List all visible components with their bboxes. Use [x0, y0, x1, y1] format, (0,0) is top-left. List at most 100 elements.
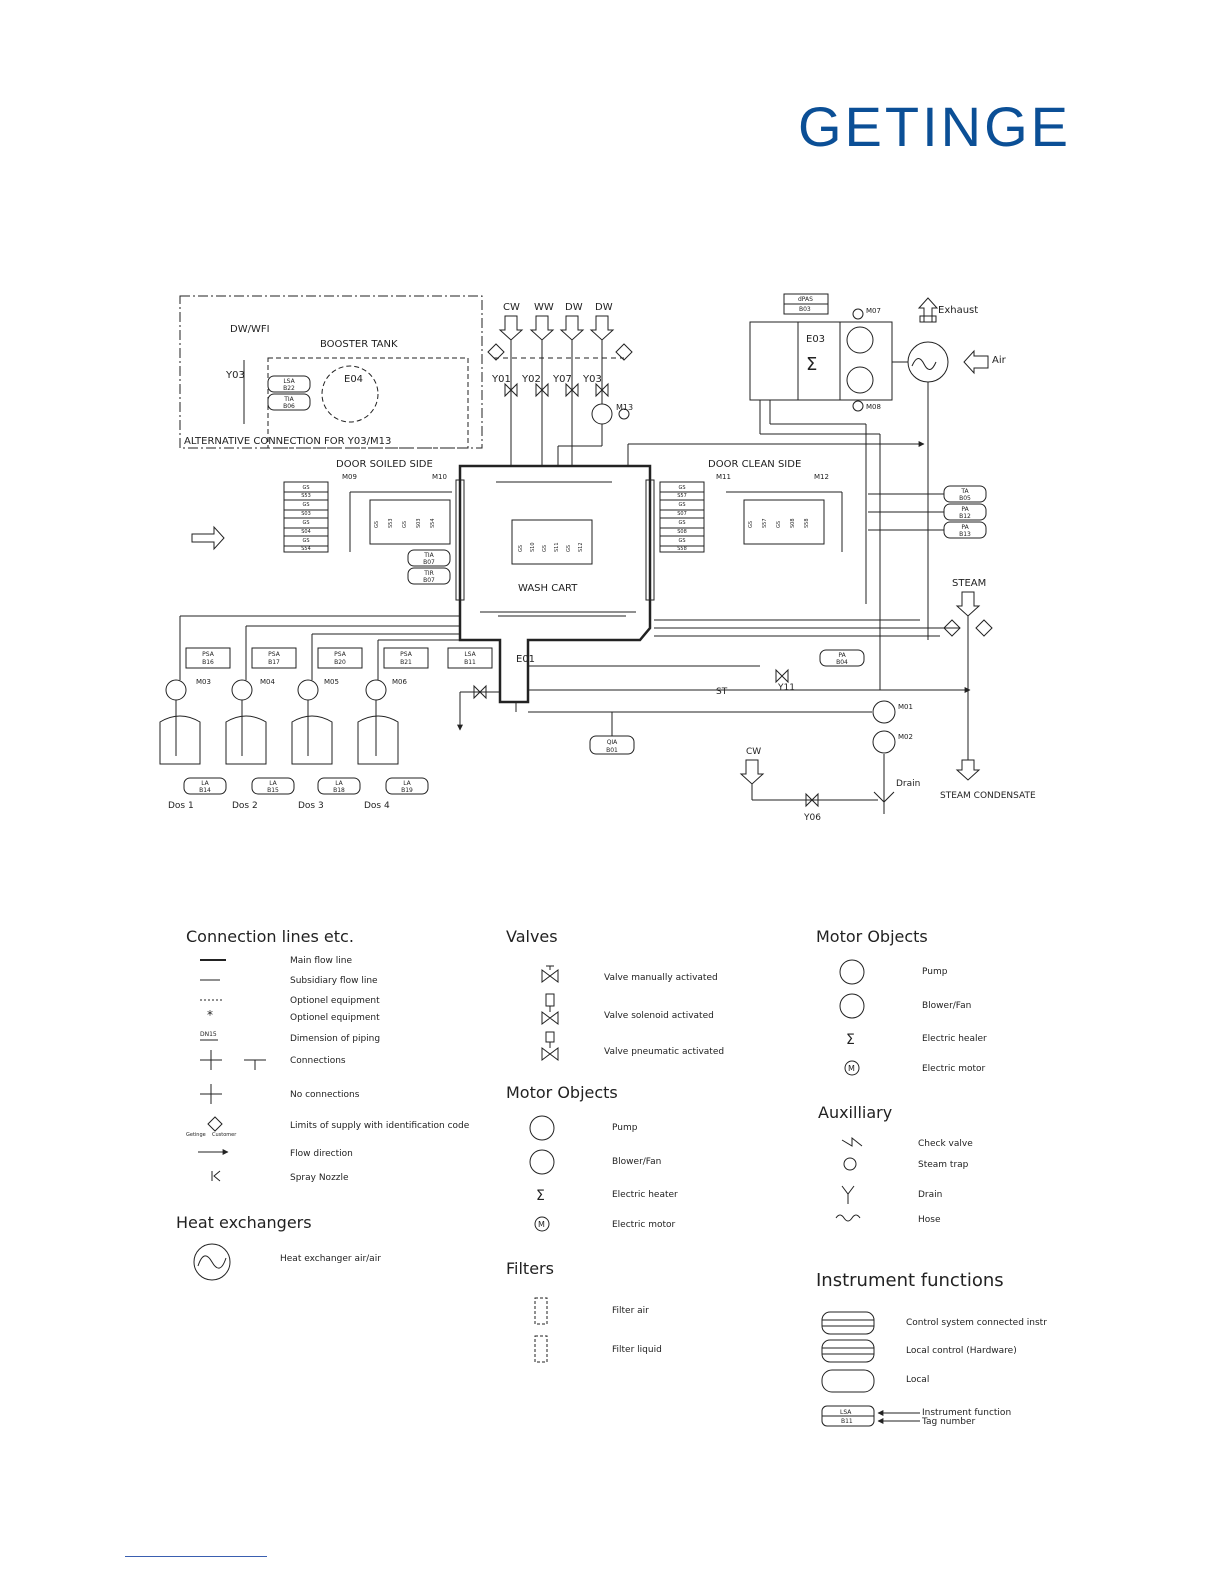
dos-label-1: Dos 1	[168, 801, 194, 811]
cart-sensor-4: S11	[554, 542, 560, 552]
door-soiled-motor-b: M10	[432, 473, 447, 481]
soiled-tag-3-num: S04	[301, 529, 311, 535]
dryer-heater-sigma: Σ	[806, 354, 817, 375]
booster-title: BOOSTER TANK	[320, 339, 398, 350]
legend-heat-1: Heat exchanger air/air	[280, 1254, 381, 1264]
soiled-tag-4-fn: GS	[302, 538, 309, 544]
pump-m13-label: M13	[616, 403, 633, 412]
soiled-tag-2-fn: GS	[302, 502, 309, 508]
legend-sigma-right: Σ	[846, 1032, 855, 1048]
soiled-sensor-2: S53	[388, 518, 394, 528]
tag-dos4-psa: PSA B21	[400, 651, 413, 666]
svg-text:B19: B19	[401, 787, 413, 794]
legend-conn-6: Connections	[290, 1056, 346, 1066]
dos-motor-4: M06	[392, 678, 407, 686]
cw-bottom-label: CW	[746, 747, 761, 757]
footer-rule	[125, 1556, 267, 1557]
tag-chamber-tia: TIA B07	[407, 549, 451, 567]
legend-motor-mid-4: Electric motor	[612, 1220, 676, 1230]
dos-label-4: Dos 4	[364, 801, 390, 811]
cart-sensor-3: GS	[542, 545, 548, 552]
svg-text:QIA: QIA	[607, 739, 618, 746]
svg-text:B01: B01	[606, 747, 618, 754]
clean-sensor-2: S57	[762, 518, 768, 528]
svg-text:B18: B18	[333, 787, 345, 794]
legend-instr-1: Control system connected instr	[906, 1318, 1047, 1328]
dryer-fan-1: M07	[866, 307, 881, 315]
legend-valve-2: Valve solenoid activated	[604, 1011, 714, 1021]
tag-dos1-psa: PSA B16	[202, 651, 215, 666]
soiled-tag-4-num: S54	[301, 546, 311, 552]
legend-aux-title: Auxilliary	[818, 1103, 892, 1122]
dos-label-2: Dos 2	[232, 801, 258, 811]
supply-label-1: CW	[503, 302, 520, 313]
air-label: Air	[992, 355, 1007, 366]
svg-text:PSA: PSA	[268, 651, 281, 658]
legend-conn-7: No connections	[290, 1090, 360, 1100]
dryer-tag-num: B03	[799, 306, 811, 313]
clean-tag-2-num: S07	[677, 511, 687, 517]
svg-text:LA: LA	[269, 780, 277, 787]
tag-steam-pa: PA B04	[819, 649, 865, 667]
door-clean-motor-a: M11	[716, 473, 731, 481]
svg-text:PSA: PSA	[400, 651, 413, 658]
legend-valve-1: Valve manually activated	[604, 973, 718, 983]
legend-valve-manual-symbol	[541, 965, 559, 983]
svg-text:B20: B20	[334, 659, 346, 666]
legend-customer-label: Customer	[212, 1132, 237, 1138]
soiled-tag-3-fn: GS	[302, 520, 309, 526]
supply-label-4: DW	[595, 302, 613, 313]
legend-connection-title: Connection lines etc.	[186, 927, 354, 946]
steam-valve-label: Y11	[777, 683, 795, 693]
dos-label-3: Dos 3	[298, 801, 324, 811]
tag-dos4-la: LA B19	[385, 777, 429, 795]
clean-sensor-4: S08	[790, 518, 796, 528]
svg-text:TIR: TIR	[423, 570, 434, 577]
cart-sensor-1: GS	[518, 545, 524, 552]
svg-text:LA: LA	[201, 780, 209, 787]
tag-right-pa-1: PA B12	[943, 503, 987, 521]
legend-example-fn: LSA	[840, 1409, 852, 1416]
dos-motor-1: M03	[196, 678, 211, 686]
legend-motor-mid-1: Pump	[612, 1123, 638, 1133]
tag-dos2-psa: PSA B17	[268, 651, 281, 666]
svg-text:B11: B11	[464, 659, 476, 666]
clean-tag-3-num: S08	[677, 529, 687, 535]
tag-dos1-la: LA B14	[183, 777, 227, 795]
svg-text:PSA: PSA	[202, 651, 215, 658]
clean-tag-4-num: S58	[677, 546, 687, 552]
soiled-sensor-5: S54	[430, 518, 436, 528]
tag-dos2-la: LA B15	[251, 777, 295, 795]
tag-dos3-la: LA B18	[317, 777, 361, 795]
legend-filter-1: Filter air	[612, 1306, 649, 1316]
tag-conductivity: QIA B01	[589, 735, 635, 755]
legend-conn-10: Spray Nozzle	[290, 1173, 349, 1183]
svg-text:B21: B21	[400, 659, 412, 666]
tag-booster-lsa: LSA B22	[267, 375, 311, 393]
svg-text:LSA: LSA	[464, 651, 476, 658]
clean-sensor-1: GS	[748, 521, 754, 528]
tag-dos3-psa: PSA B20	[334, 651, 347, 666]
legend-conn-4: Optionel equipment	[290, 1013, 380, 1023]
svg-text:B05: B05	[959, 495, 971, 502]
legend-motor-mid-2: Blower/Fan	[612, 1157, 661, 1167]
dos-motor-2: M04	[260, 678, 275, 686]
legend-asterisk: *	[207, 1008, 213, 1022]
soiled-tag-1-fn: GS	[302, 485, 309, 491]
legend-motor-right-2: Blower/Fan	[922, 1001, 971, 1011]
clean-tag-4-fn: GS	[678, 538, 685, 544]
steam-label: STEAM	[952, 578, 986, 589]
legend-instr-fn: Instrument function	[922, 1408, 1011, 1418]
door-clean-title: DOOR CLEAN SIDE	[708, 459, 801, 470]
svg-text:TIA: TIA	[423, 552, 434, 559]
legend-motor-right-3: Electric healer	[922, 1034, 987, 1044]
legend-aux-2: Steam trap	[918, 1160, 969, 1170]
legend-conn-8: Limits of supply with identification cod…	[290, 1121, 470, 1131]
svg-text:PA: PA	[961, 506, 969, 513]
legend-motor-right-1: Pump	[922, 967, 948, 977]
booster-valve-label: Y03	[225, 370, 245, 381]
cart-sensor-5: GS	[566, 545, 572, 552]
legend-conn-1: Main flow line	[290, 956, 352, 966]
legend-m-mid: M	[538, 1220, 545, 1229]
clean-tag-1-num: S57	[677, 493, 687, 499]
